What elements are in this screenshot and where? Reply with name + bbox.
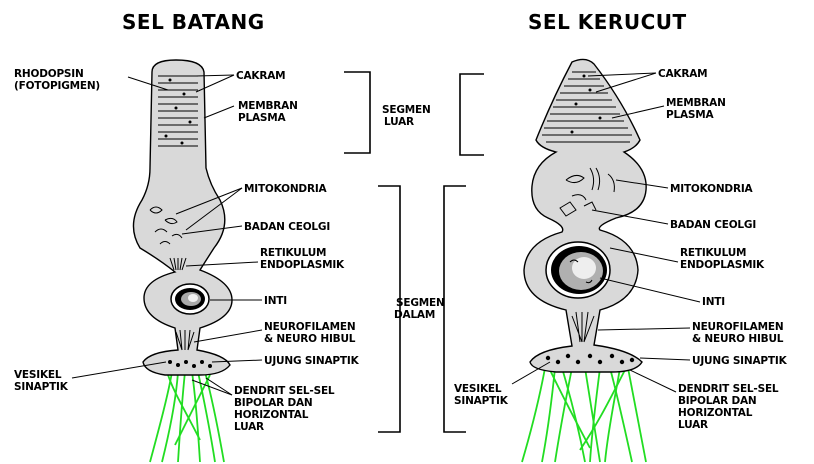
label-cone-vesikel: VESIKEL bbox=[454, 383, 502, 395]
label-rod-bipolar: BIPOLAR DAN bbox=[234, 397, 313, 409]
cone-cell-title: SEL KERUCUT bbox=[528, 10, 687, 34]
label-cone-plasma: PLASMA bbox=[666, 109, 715, 121]
label-rod-horizontal: HORIZONTAL bbox=[234, 409, 309, 421]
label-cone-retikulum: RETIKULUM bbox=[680, 247, 746, 259]
label-rod-sinaptik: SINAPTIK bbox=[14, 381, 69, 393]
segment-brackets bbox=[344, 72, 484, 432]
cone-cell-body bbox=[524, 59, 646, 372]
label-cone-cakram: CAKRAM bbox=[658, 68, 707, 80]
rod-cell-title: SEL BATANG bbox=[122, 10, 265, 34]
label-rod-dendrit: DENDRIT SEL-SEL bbox=[234, 385, 335, 397]
label-cone-membran: MEMBRAN bbox=[666, 97, 726, 109]
label-segmen-luar-1: SEGMEN bbox=[382, 104, 431, 116]
label-segmen-dalam-1: SEGMEN bbox=[396, 297, 445, 309]
cone-dendrites bbox=[522, 368, 646, 462]
rod-nucleus bbox=[171, 284, 209, 314]
label-cone-neurofilamen: NEUROFILAMEN bbox=[692, 321, 783, 333]
label-cone-mitokondria: MITOKONDRIA bbox=[670, 183, 754, 195]
label-rod-luar: LUAR bbox=[234, 421, 264, 433]
label-cone-horizontal: HORIZONTAL bbox=[678, 407, 753, 419]
label-segmen-dalam-2: DALAM bbox=[394, 309, 435, 321]
rod-dendrites bbox=[150, 372, 224, 462]
label-segmen-luar-2: LUAR bbox=[384, 116, 414, 128]
label-rod-neurofilamen: NEUROFILAMEN bbox=[264, 321, 355, 333]
label-fotopigmen: (FOTOPIGMEN) bbox=[14, 80, 100, 92]
cone-cell bbox=[522, 59, 646, 462]
label-rod-cakram: CAKRAM bbox=[236, 70, 285, 82]
label-cone-bipolar: BIPOLAR DAN bbox=[678, 395, 757, 407]
label-rod-mitokondria: MITOKONDRIA bbox=[244, 183, 328, 195]
label-cone-neurohibul: & NEURO HIBUL bbox=[692, 333, 784, 345]
label-rod-badan: BADAN CEOLGI bbox=[244, 221, 330, 233]
cone-nucleus bbox=[546, 242, 610, 298]
label-rod-vesikel: VESIKEL bbox=[14, 369, 62, 381]
label-rhodopsin: RHODOPSIN bbox=[14, 68, 84, 80]
label-rod-retikulum: RETIKULUM bbox=[260, 247, 326, 259]
rod-cell bbox=[133, 60, 232, 462]
label-rod-endoplasmik: ENDOPLASMIK bbox=[260, 259, 345, 271]
label-rod-ujung: UJUNG SINAPTIK bbox=[264, 355, 360, 367]
label-cone-inti: INTI bbox=[702, 296, 725, 308]
label-cone-badan: BADAN CEOLGI bbox=[670, 219, 756, 231]
rod-cell-body bbox=[133, 60, 232, 375]
label-rod-membran: MEMBRAN bbox=[238, 100, 298, 112]
label-rod-neurohibul: & NEURO HIBUL bbox=[264, 333, 356, 345]
label-cone-luar: LUAR bbox=[678, 419, 708, 431]
label-rod-inti: INTI bbox=[264, 295, 287, 307]
label-rod-plasma: PLASMA bbox=[238, 112, 287, 124]
label-cone-sinaptik: SINAPTIK bbox=[454, 395, 509, 407]
label-cone-ujung: UJUNG SINAPTIK bbox=[692, 355, 788, 367]
label-cone-dendrit: DENDRIT SEL-SEL bbox=[678, 383, 779, 395]
label-cone-endoplasmik: ENDOPLASMIK bbox=[680, 259, 765, 271]
